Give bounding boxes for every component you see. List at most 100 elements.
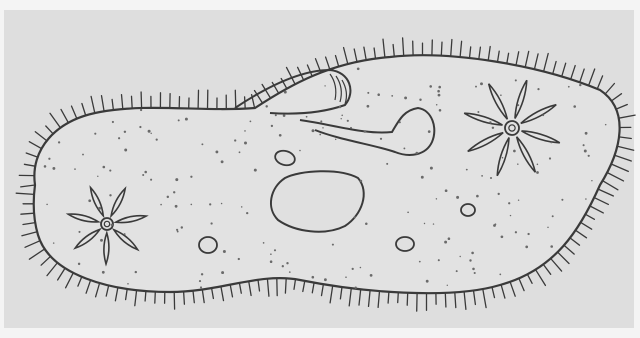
granule <box>144 171 147 174</box>
granule <box>322 127 323 128</box>
granule <box>156 138 158 140</box>
granule <box>102 271 105 274</box>
granule <box>78 263 80 265</box>
granule <box>306 116 308 118</box>
granule <box>352 268 354 270</box>
granule <box>289 271 291 273</box>
granule <box>98 207 101 210</box>
granule <box>403 147 405 149</box>
granule <box>459 256 460 257</box>
granule <box>286 262 288 264</box>
granule <box>44 165 47 168</box>
granule <box>250 121 252 123</box>
granule <box>561 199 563 201</box>
granule <box>367 105 370 108</box>
granule <box>456 196 459 199</box>
granule <box>472 268 475 271</box>
granule <box>175 178 178 181</box>
granule <box>199 280 201 282</box>
granule <box>502 157 504 159</box>
granule <box>493 224 496 227</box>
granule <box>517 163 519 165</box>
granule <box>282 265 284 267</box>
granule <box>515 231 517 233</box>
granule <box>469 259 471 261</box>
granule <box>584 150 587 153</box>
granule <box>490 177 492 179</box>
granule <box>476 195 479 198</box>
granule <box>118 137 120 139</box>
granule <box>585 198 587 200</box>
granule <box>347 120 349 122</box>
granule <box>201 273 203 275</box>
granule <box>588 155 590 157</box>
granule <box>466 169 468 171</box>
granule <box>550 245 553 248</box>
granule <box>445 189 448 192</box>
granule <box>109 194 111 196</box>
granule <box>386 163 388 165</box>
granule <box>436 198 437 199</box>
granule <box>270 260 273 263</box>
granule <box>341 118 342 119</box>
granule <box>416 152 419 155</box>
granule <box>508 202 510 204</box>
granule <box>430 167 433 170</box>
cilium <box>132 96 133 108</box>
granule <box>209 203 211 205</box>
granule <box>200 286 202 288</box>
granule <box>421 176 424 179</box>
granule <box>176 229 178 231</box>
granule <box>102 166 105 169</box>
granule <box>320 120 322 122</box>
granule <box>210 222 212 224</box>
granule <box>345 276 347 278</box>
granule <box>501 235 504 238</box>
granule <box>190 204 192 206</box>
granule <box>339 106 341 108</box>
granule <box>499 274 501 276</box>
granule <box>135 271 137 273</box>
granule <box>160 204 162 206</box>
granule <box>360 267 362 269</box>
granule <box>573 105 576 108</box>
granule <box>271 125 273 127</box>
granule <box>525 246 528 249</box>
cilium <box>235 90 236 109</box>
granule <box>312 276 315 279</box>
granule <box>360 180 363 183</box>
granule <box>518 199 519 200</box>
granule <box>299 150 301 152</box>
granule <box>419 98 421 100</box>
granule <box>58 141 60 143</box>
granule <box>475 86 477 88</box>
granule <box>492 127 494 129</box>
granule <box>515 79 517 81</box>
granule <box>537 164 539 166</box>
granule <box>438 259 440 261</box>
granule <box>265 105 267 107</box>
granule <box>591 180 592 181</box>
granule <box>244 142 247 145</box>
granule <box>498 193 500 195</box>
granule <box>221 160 224 163</box>
granule <box>234 139 236 141</box>
granule <box>178 119 180 121</box>
granule <box>439 109 442 112</box>
granule <box>319 134 321 136</box>
granule <box>109 170 111 172</box>
cilium <box>445 293 446 307</box>
granule <box>221 203 223 205</box>
granule <box>433 223 434 224</box>
granule <box>279 134 282 137</box>
granule <box>185 118 188 121</box>
granule <box>364 130 367 133</box>
granule <box>500 94 502 96</box>
granule <box>456 270 458 272</box>
vacuole-canal <box>104 233 109 264</box>
granule <box>94 133 96 135</box>
granule <box>283 114 286 117</box>
granule <box>275 114 277 116</box>
